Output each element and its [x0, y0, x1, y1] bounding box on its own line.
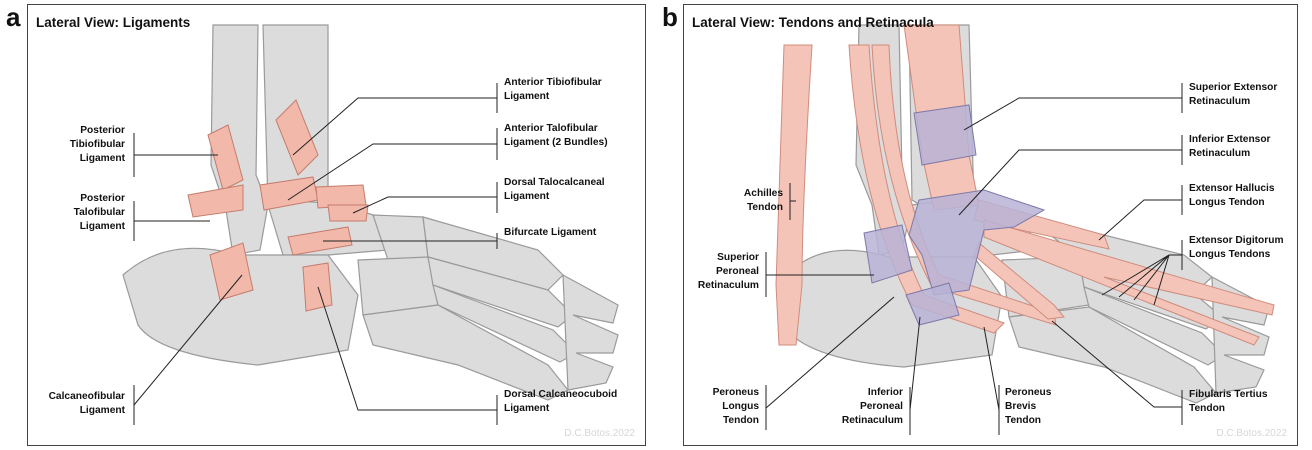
- label-superior-peroneal: Superior Peroneal Retinaculum: [698, 251, 759, 293]
- toes: [563, 275, 618, 390]
- label-calcaneofibular: Calcaneofibular Ligament: [49, 390, 125, 418]
- dorsal-calcaneocuboid-ligament: [303, 263, 332, 311]
- label-bifurcate: Bifurcate Ligament: [504, 226, 596, 240]
- panel-a-letter: a: [6, 4, 20, 30]
- label-dorsal-calcaneocuboid: Dorsal Calcaneocuboid Ligament: [504, 388, 617, 416]
- label-peroneus-longus: Peroneus Longus Tendon: [713, 386, 759, 428]
- label-posterior-tibiofibular: Posterior Tibiofibular Ligament: [70, 124, 125, 166]
- label-achilles: Achilles Tendon: [744, 187, 783, 215]
- label-posterior-talofibular: Posterior Talofibular Ligament: [74, 192, 125, 234]
- panel-tendons-retinacula: Lateral View: Tendons and Retinacula Ach…: [683, 4, 1298, 446]
- label-dorsal-talocalcaneal: Dorsal Talocalcaneal Ligament: [504, 176, 605, 204]
- label-fibularis-tertius: Fibularis Tertius Tendon: [1189, 388, 1268, 416]
- label-inferior-peroneal: Inferior Peroneal Retinaculum: [842, 386, 903, 428]
- ankle-tendons-illustration: [684, 5, 1298, 446]
- label-extensor-digitorum: Extensor Digitorum Longus Tendons: [1189, 234, 1284, 262]
- dorsal-talocalcaneal-ligament: [328, 205, 368, 221]
- superior-extensor-retinaculum: [914, 105, 976, 165]
- label-anterior-tibiofibular: Anterior Tibiofibular Ligament: [504, 76, 602, 104]
- panel-b-signature: D.C.Botos.2022: [1216, 428, 1287, 439]
- panel-a-title: Lateral View: Ligaments: [36, 15, 190, 30]
- label-superior-extensor: Superior Extensor Retinaculum: [1189, 81, 1277, 109]
- panel-b-title: Lateral View: Tendons and Retinacula: [692, 15, 934, 30]
- label-anterior-talofibular: Anterior Talofibular Ligament (2 Bundles…: [504, 122, 608, 150]
- panel-b-letter: b: [662, 4, 678, 30]
- label-extensor-hallucis: Extensor Hallucis Longus Tendon: [1189, 182, 1275, 210]
- label-peroneus-brevis: Peroneus Brevis Tendon: [1005, 386, 1051, 428]
- panel-a-signature: D.C.Botos.2022: [564, 428, 635, 439]
- panel-ligaments: Lateral View: Ligaments Posterior Tibiof…: [27, 4, 646, 446]
- label-inferior-extensor: Inferior Extensor Retinaculum: [1189, 133, 1271, 161]
- navicular-bone: [373, 215, 428, 260]
